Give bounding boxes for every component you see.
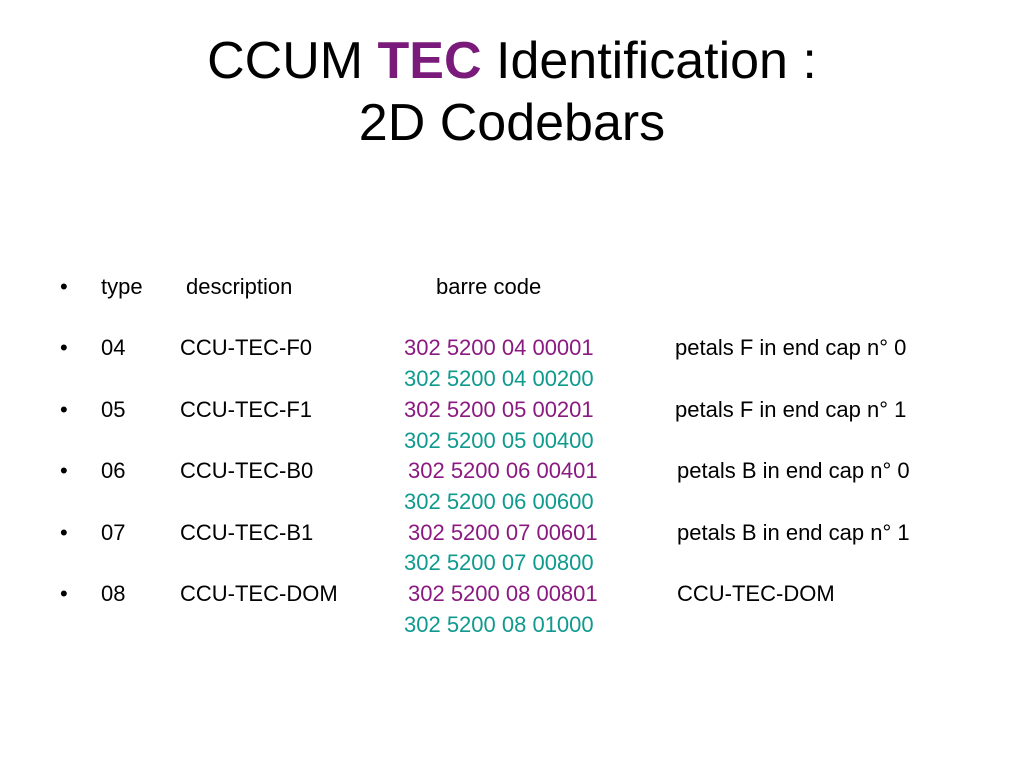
bullet: •: [60, 581, 68, 606]
type-code: 08: [101, 581, 126, 606]
title-prefix: CCUM: [207, 32, 378, 90]
barcode-end: 302 5200 07 00800: [404, 550, 594, 575]
list-item-range-end: 302 5200 07 00800: [0, 548, 1024, 578]
title-line-1: CCUM TEC Identification :: [0, 30, 1024, 92]
note: petals B in end cap n° 1: [677, 520, 910, 545]
list-item-range-end: 302 5200 04 00200: [0, 364, 1024, 394]
description: CCU-TEC-F1: [180, 397, 312, 422]
note: petals F in end cap n° 0: [675, 335, 907, 360]
barcode-start: 302 5200 08 00801: [408, 581, 598, 606]
description: CCU-TEC-F0: [180, 335, 312, 360]
title-line-2: 2D Codebars: [358, 94, 666, 152]
title-suffix: Identification :: [481, 32, 817, 90]
barcode-end: 302 5200 04 00200: [404, 366, 594, 391]
list-item-range-end: 302 5200 08 01000: [0, 610, 1024, 640]
barcode-end: 302 5200 06 00600: [404, 489, 594, 514]
list-item-range-end: 302 5200 05 00400: [0, 426, 1024, 456]
header-row: • type description barre code: [0, 272, 1024, 302]
header-type: type: [101, 274, 143, 299]
note: petals F in end cap n° 1: [675, 397, 907, 422]
type-code: 07: [101, 520, 126, 545]
list-item: • 06 CCU-TEC-B0 302 5200 06 00401 petals…: [0, 456, 1024, 486]
bullet: •: [60, 274, 68, 299]
type-code: 06: [101, 458, 126, 483]
list-item: • 04 CCU-TEC-F0 302 5200 04 00001 petals…: [0, 333, 1024, 363]
note: CCU-TEC-DOM: [677, 581, 835, 606]
list-item: • 05 CCU-TEC-F1 302 5200 05 00201 petals…: [0, 395, 1024, 425]
list-item: • 07 CCU-TEC-B1 302 5200 07 00601 petals…: [0, 518, 1024, 548]
list-item: • 08 CCU-TEC-DOM 302 5200 08 00801 CCU-T…: [0, 579, 1024, 609]
barcode-start: 302 5200 05 00201: [404, 397, 594, 422]
bullet: •: [60, 520, 68, 545]
note: petals B in end cap n° 0: [677, 458, 910, 483]
barcode-start: 302 5200 07 00601: [408, 520, 598, 545]
description: CCU-TEC-B0: [180, 458, 314, 483]
description: CCU-TEC-DOM: [180, 581, 338, 606]
barcode-end: 302 5200 08 01000: [404, 612, 594, 637]
barcode-start: 302 5200 06 00401: [408, 458, 598, 483]
type-code: 04: [101, 335, 126, 360]
header-description: description: [186, 274, 293, 299]
title-highlight: TEC: [377, 32, 482, 90]
barcode-end: 302 5200 05 00400: [404, 428, 594, 453]
bullet: •: [60, 335, 68, 360]
bullet: •: [60, 458, 68, 483]
type-code: 05: [101, 397, 126, 422]
description: CCU-TEC-B1: [180, 520, 314, 545]
list-item-range-end: 302 5200 06 00600: [0, 487, 1024, 517]
slide-title: CCUM TEC Identification : 2D Codebars: [0, 30, 1024, 154]
barcode-start: 302 5200 04 00001: [404, 335, 594, 360]
bullet: •: [60, 397, 68, 422]
header-barcode: barre code: [436, 274, 542, 299]
